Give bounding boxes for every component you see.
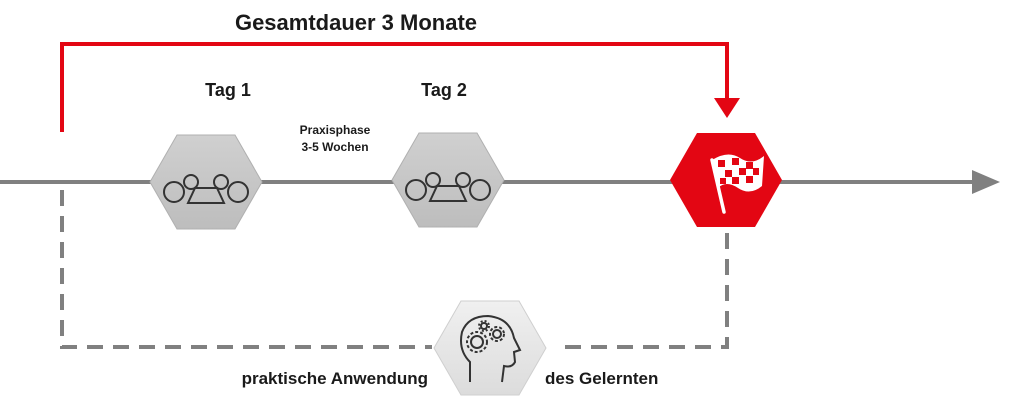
- arrow-down-icon: [714, 98, 740, 118]
- arrow-head-icon: [972, 170, 1000, 194]
- step-label-day-1: Tag 1: [205, 80, 251, 100]
- diagram-title: Gesamtdauer 3 Monate: [235, 10, 477, 35]
- application-text-left: praktische Anwendung: [242, 369, 428, 388]
- phase-duration: 3-5 Wochen: [301, 140, 368, 154]
- application-step: [433, 300, 547, 396]
- step-day-1: [149, 134, 263, 230]
- step-day-2: [391, 132, 505, 228]
- duration-bracket: [60, 42, 729, 132]
- checkered-flag-icon: [710, 154, 764, 214]
- step-finish: [670, 133, 782, 227]
- step-label-day-2: Tag 2: [421, 80, 467, 100]
- application-loop-right: [565, 232, 729, 349]
- phase-label: Praxisphase: [300, 123, 371, 137]
- head-gears-icon: [460, 314, 522, 383]
- application-loop-left: [60, 190, 432, 349]
- application-text-right: des Gelernten: [545, 369, 658, 388]
